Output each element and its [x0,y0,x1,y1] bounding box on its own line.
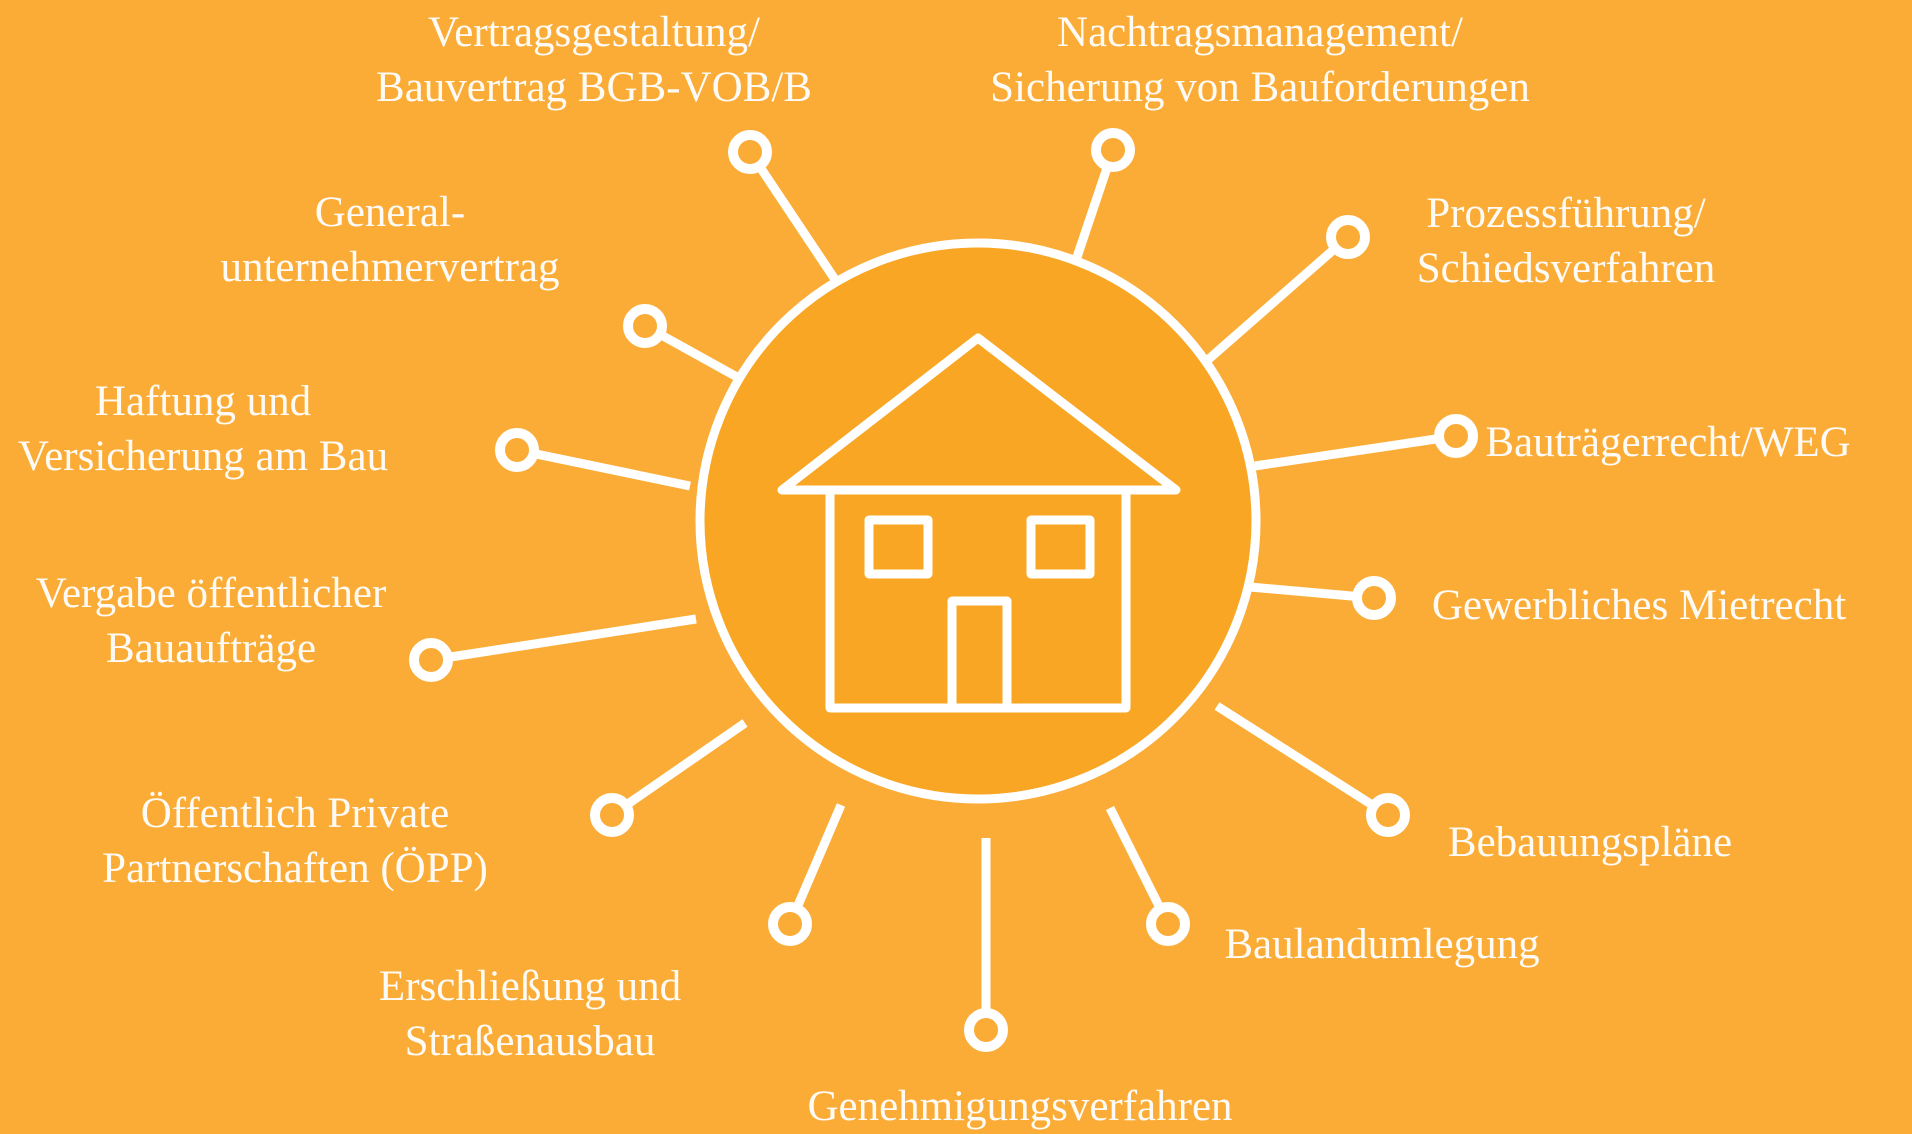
spoke-node-vergabe [409,638,453,682]
spoke-line-bautraegerrecht [1254,431,1457,471]
topic-label-genehmigungsverfahren: Genehmigungsverfahren [807,1083,1233,1130]
house-window-left [864,515,933,579]
spoke-line-haftung [516,445,691,491]
topic-label-gewerbliches-mietrecht: Gewerbliches Mietrecht [1431,582,1847,629]
spoke-node-oepp [590,793,634,837]
center-hub-circle [695,238,1261,804]
topic-label-erschliessung: Erschließung und Straßenausbau [378,963,682,1065]
spoke-node-bebauungsplaene [1366,793,1410,837]
spoke-line-vergabe [430,614,697,665]
spoke-node-generalunternehmer [623,304,667,348]
topic-label-prozessfuehrung: Prozessführung/ Schiedsverfahren [1416,190,1716,292]
spoke-node-genehmigungsverfahren [964,1008,1008,1052]
spoke-node-baulandumlegung [1146,902,1190,946]
spoke-line-bebauungsplaene [1214,702,1391,819]
topic-label-haftung: Haftung und Versicherung am Bau [17,378,389,480]
topic-label-baulandumlegung: Baulandumlegung [1224,921,1540,968]
spoke-node-bautraegerrecht [1434,414,1478,458]
spoke-node-nachtragsmanagement [1091,128,1135,172]
spoke-node-haftung [495,428,539,472]
spoke-line-vertragsgestaltung [746,149,846,293]
house-door [947,596,1012,713]
connector-spokes [409,128,1478,1052]
spoke-node-gewerbliches-mietrecht [1352,576,1396,620]
house-icon [777,333,1181,713]
topic-label-generalunternehmer: General- unternehmervertrag [220,189,560,291]
house-window-right [1026,515,1095,579]
topic-label-bautraegerrecht: Bauträgerrecht/WEG [1485,419,1851,466]
topic-label-vertragsgestaltung: Vertragsgestaltung/ Bauvertrag BGB-VOB/B [376,9,812,111]
topic-label-vergabe: Vergabe öffentlicher Bauaufträge [35,570,387,672]
spoke-node-prozessfuehrung [1326,215,1370,259]
spoke-node-vertragsgestaltung [728,130,772,174]
spoke-node-erschliessung [768,902,812,946]
spoke-line-oepp [609,719,748,819]
topic-label-nachtragsmanagement: Nachtragsmanagement/ Sicherung von Baufo… [990,9,1530,111]
topic-label-oepp: Öffentlich Private Partnerschaften (ÖPP) [102,790,488,892]
topic-label-bebauungsplaene: Bebauungspläne [1447,819,1733,866]
spoke-line-prozessfuehrung [1199,233,1351,369]
